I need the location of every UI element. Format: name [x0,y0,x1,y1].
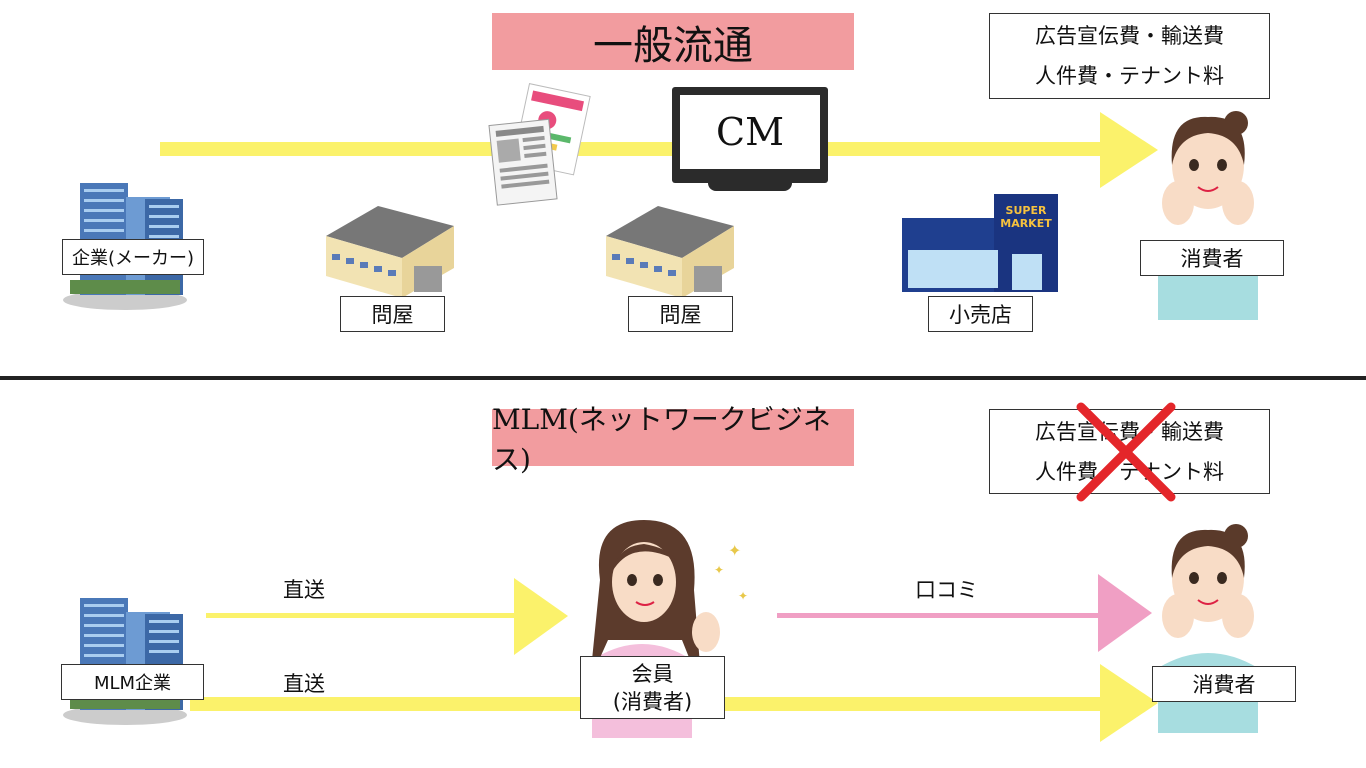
word-of-mouth-label: 口コミ [915,578,978,602]
consumer-label-top: 消費者 [1140,240,1284,276]
tv-cm: CM [672,87,828,195]
mlm-company-label: MLM企業 [61,664,204,700]
tv-screen: CM [672,87,828,183]
svg-text:✦: ✦ [738,589,748,603]
tv-stand [708,183,792,191]
general-distribution-title: 一般流通 [492,13,854,70]
wholesaler-label-1: 問屋 [340,296,445,332]
mlm-title: MLM(ネットワークビジネス) [492,403,854,476]
direct-shipping-label-2: 直送 [283,672,325,696]
flow-arrow-top [160,112,1158,188]
retailer-label: 小売店 [928,296,1033,332]
cross-mark-icon [1076,402,1176,502]
direct-shipping-label-1: 直送 [283,578,325,602]
cost-line-1: 広告宣伝費・輸送費 [1035,24,1224,48]
consumer-label-bottom: 消費者 [1152,666,1296,702]
supermarket-icon: SUPER MARKET [902,194,1058,294]
member-label-line1: 会員 [631,661,674,686]
member-label: 会員 (消費者) [580,656,725,719]
cost-list-top: 広告宣伝費・輸送費 人件費・テナント料 [989,13,1270,99]
newspaper-flyer-icon [488,83,591,206]
cost-line-2: 人件費・テナント料 [1035,459,1224,484]
cm-label: CM [680,95,820,169]
warehouse-icon [606,206,734,298]
svg-text:✦: ✦ [714,563,724,577]
wholesaler-label-2: 問屋 [628,296,733,332]
consumer-woman-icon [1158,524,1258,733]
store-sign: SUPER MARKET [1000,204,1052,230]
warehouse-icon [326,206,454,298]
section-divider [0,376,1366,380]
company-label: 企業(メーカー) [62,239,204,275]
member-label-line2: (消費者) [612,689,693,714]
svg-text:✦: ✦ [728,541,741,560]
cost-line-2: 人件費・テナント料 [1035,64,1224,88]
office-building-icon [63,598,187,725]
cost-line-1: 広告宣伝費・輸送費 [1035,419,1224,444]
